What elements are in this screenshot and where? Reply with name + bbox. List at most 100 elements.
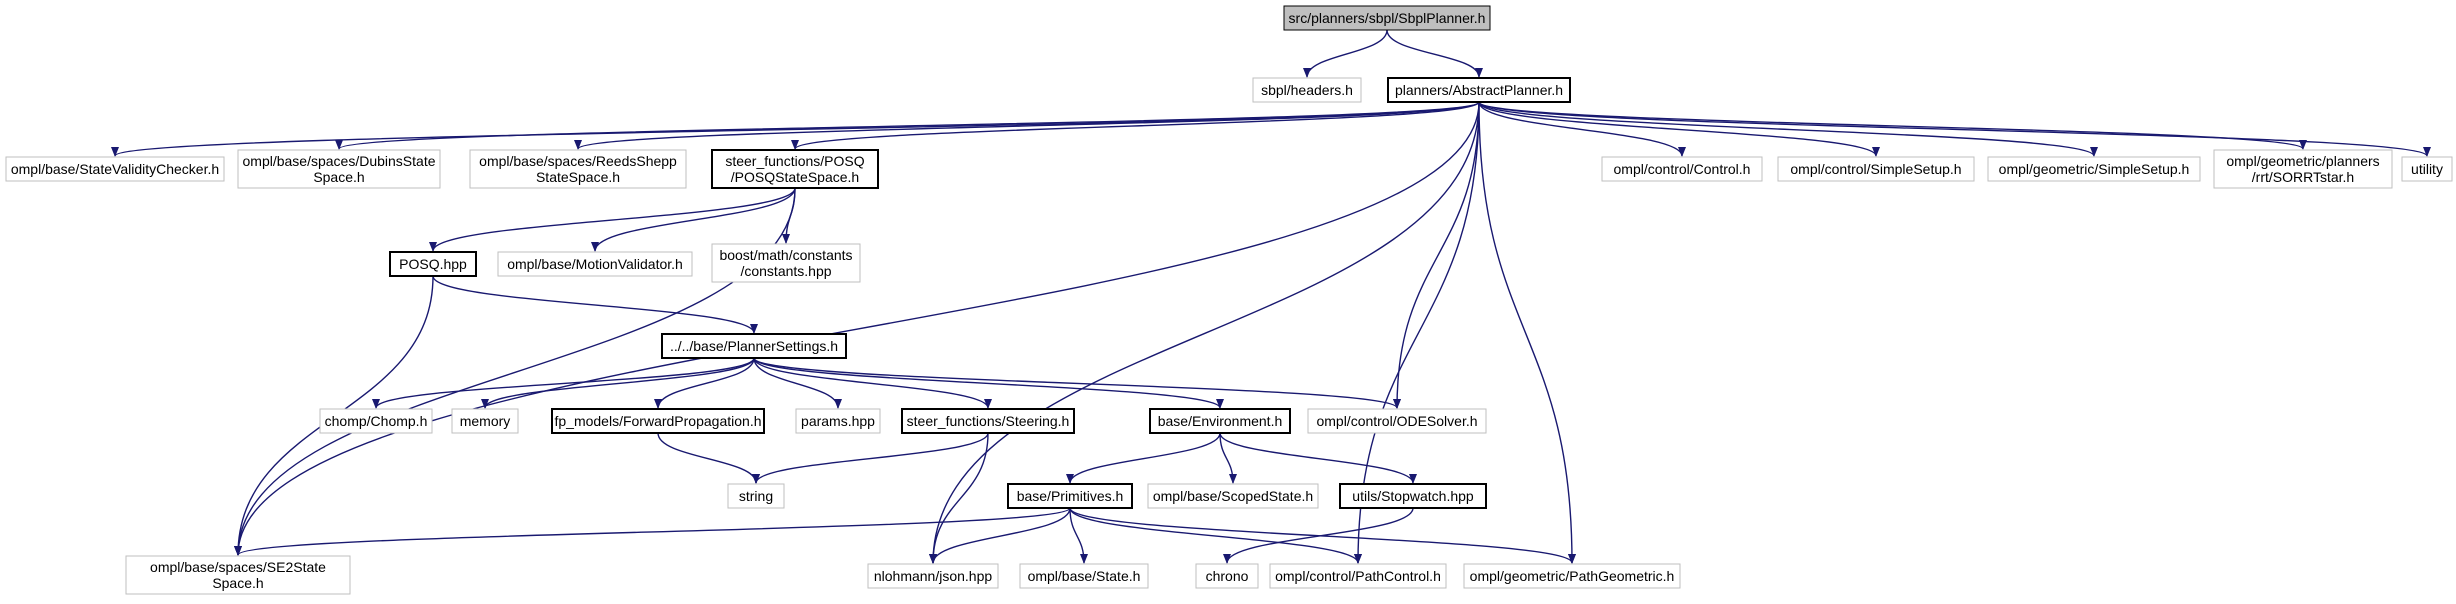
node-label-line: chrono bbox=[1206, 568, 1249, 584]
node-label-line: /rrt/SORRTstar.h bbox=[2252, 169, 2354, 185]
node-box bbox=[711, 243, 861, 283]
node-forward-propagation[interactable]: fp_models/ForwardPropagation.h bbox=[551, 408, 765, 434]
node-label-line: /constants.hpp bbox=[740, 263, 831, 279]
node-label-line: ompl/geometric/PathGeometric.h bbox=[1470, 568, 1675, 584]
node-label-line: utility bbox=[2411, 161, 2443, 177]
node-posq-state-space[interactable]: steer_functions/POSQ/POSQStateSpace.h bbox=[711, 149, 879, 189]
node-boost-constants: boost/math/constants/constants.hpp bbox=[711, 243, 861, 283]
node-box bbox=[2401, 156, 2453, 182]
node-label-line: Space.h bbox=[313, 169, 364, 185]
node-label-line: utils/Stopwatch.hpp bbox=[1352, 488, 1474, 504]
edge-planner_settings-to-forward_propagation bbox=[654, 357, 755, 409]
node-box bbox=[1252, 77, 1362, 103]
node-box bbox=[2213, 149, 2393, 189]
node-box bbox=[901, 408, 1075, 434]
edge-forward_propagation-to-string bbox=[657, 432, 760, 484]
file-nodes: src/planners/sbpl/SbplPlanner.h sbpl/head… bbox=[5, 5, 2453, 595]
node-stopwatch[interactable]: utils/Stopwatch.hpp bbox=[1339, 483, 1487, 509]
node-box bbox=[5, 156, 225, 182]
node-planner-settings[interactable]: ../../base/PlannerSettings.h bbox=[661, 333, 847, 359]
node-label-line: ../../base/PlannerSettings.h bbox=[670, 338, 838, 354]
node-steering[interactable]: steer_functions/Steering.h bbox=[901, 408, 1075, 434]
node-box bbox=[711, 149, 879, 189]
node-params: params.hpp bbox=[795, 408, 881, 434]
node-box bbox=[451, 408, 519, 434]
node-box bbox=[319, 408, 433, 434]
node-memory: memory bbox=[451, 408, 519, 434]
node-label-line: chomp/Chomp.h bbox=[325, 413, 428, 429]
node-path-geometric: ompl/geometric/PathGeometric.h bbox=[1463, 563, 1681, 589]
node-box bbox=[1387, 77, 1571, 103]
node-box bbox=[389, 251, 477, 277]
node-box bbox=[1463, 563, 1681, 589]
node-box bbox=[1007, 483, 1133, 509]
edge-primitives-to-path_control bbox=[1069, 507, 1362, 564]
node-label-line: string bbox=[739, 488, 773, 504]
node-box bbox=[1601, 156, 1763, 182]
node-ode-solver: ompl/control/ODESolver.h bbox=[1307, 408, 1487, 434]
node-sorrtstar: ompl/geometric/planners/rrt/SORRTstar.h bbox=[2213, 149, 2393, 189]
node-label-line: ompl/base/spaces/ReedsShepp bbox=[479, 153, 677, 169]
node-label-line: POSQ.hpp bbox=[399, 256, 467, 272]
node-label-line: base/Environment.h bbox=[1158, 413, 1283, 429]
node-box bbox=[1339, 483, 1487, 509]
edge-environment-to-primitives bbox=[1066, 432, 1221, 484]
node-abstract-planner[interactable]: planners/AbstractPlanner.h bbox=[1387, 77, 1571, 103]
node-box bbox=[1307, 408, 1487, 434]
edge-root-to-sbpl_headers bbox=[1303, 29, 1388, 78]
edge-planner_settings-to-chomp bbox=[372, 357, 755, 409]
edge-abstract_planner-to-se2 bbox=[234, 101, 1480, 556]
edge-posq_hpp-to-planner_settings bbox=[432, 275, 758, 334]
node-box bbox=[867, 563, 999, 589]
node-label-line: ompl/base/MotionValidator.h bbox=[507, 256, 683, 272]
node-label-line: nlohmann/json.hpp bbox=[874, 568, 993, 584]
edge-steering-to-string bbox=[752, 432, 989, 484]
node-label-line: sbpl/headers.h bbox=[1261, 82, 1353, 98]
node-state: ompl/base/State.h bbox=[1019, 563, 1149, 589]
edge-posq_state_space-to-boost_constants bbox=[782, 187, 796, 244]
node-box bbox=[1269, 563, 1447, 589]
node-box bbox=[1149, 408, 1291, 434]
node-label-line: /POSQStateSpace.h bbox=[731, 169, 859, 185]
node-label-line: Space.h bbox=[212, 575, 263, 591]
node-label-line: steer_functions/POSQ bbox=[725, 153, 864, 169]
node-primitives[interactable]: base/Primitives.h bbox=[1007, 483, 1133, 509]
edge-abstract_planner-to-path_geometric bbox=[1478, 101, 1576, 564]
node-geometric-simple-setup: ompl/geometric/SimpleSetup.h bbox=[1987, 156, 2201, 182]
node-string: string bbox=[727, 483, 785, 509]
edge-abstract_planner-to-control_simple_setup bbox=[1478, 101, 1880, 157]
edge-abstract_planner-to-state_validity_checker bbox=[111, 101, 1480, 157]
edge-steering-to-json bbox=[929, 432, 989, 564]
node-box bbox=[1019, 563, 1149, 589]
node-label-line: base/Primitives.h bbox=[1017, 488, 1124, 504]
edge-abstract_planner-to-ode_solver bbox=[1393, 101, 1480, 409]
node-root: src/planners/sbpl/SbplPlanner.h bbox=[1283, 5, 1491, 31]
edge-abstract_planner-to-path_control bbox=[1354, 101, 1480, 564]
node-box bbox=[1283, 5, 1491, 31]
node-environment[interactable]: base/Environment.h bbox=[1149, 408, 1291, 434]
edge-primitives-to-se2 bbox=[234, 507, 1071, 556]
node-box bbox=[469, 149, 687, 189]
node-label-line: ompl/geometric/SimpleSetup.h bbox=[1999, 161, 2190, 177]
node-label-line: ompl/control/PathControl.h bbox=[1275, 568, 1441, 584]
node-box bbox=[1777, 156, 1975, 182]
node-chomp: chomp/Chomp.h bbox=[319, 408, 433, 434]
node-label-line: ompl/base/State.h bbox=[1028, 568, 1141, 584]
edge-abstract_planner-to-reeds_shepp bbox=[574, 101, 1480, 150]
node-path-control: ompl/control/PathControl.h bbox=[1269, 563, 1447, 589]
edge-planner_settings-to-memory bbox=[481, 357, 755, 409]
node-label-line: StateSpace.h bbox=[536, 169, 620, 185]
node-posq-hpp[interactable]: POSQ.hpp bbox=[389, 251, 477, 277]
node-box bbox=[661, 333, 847, 359]
node-chrono: chrono bbox=[1195, 563, 1259, 589]
node-scoped-state: ompl/base/ScopedState.h bbox=[1147, 483, 1319, 509]
node-label-line: params.hpp bbox=[801, 413, 875, 429]
node-control-simple-setup: ompl/control/SimpleSetup.h bbox=[1777, 156, 1975, 182]
node-utility: utility bbox=[2401, 156, 2453, 182]
edge-planner_settings-to-steering bbox=[753, 357, 992, 409]
node-control: ompl/control/Control.h bbox=[1601, 156, 1763, 182]
node-box bbox=[1987, 156, 2201, 182]
